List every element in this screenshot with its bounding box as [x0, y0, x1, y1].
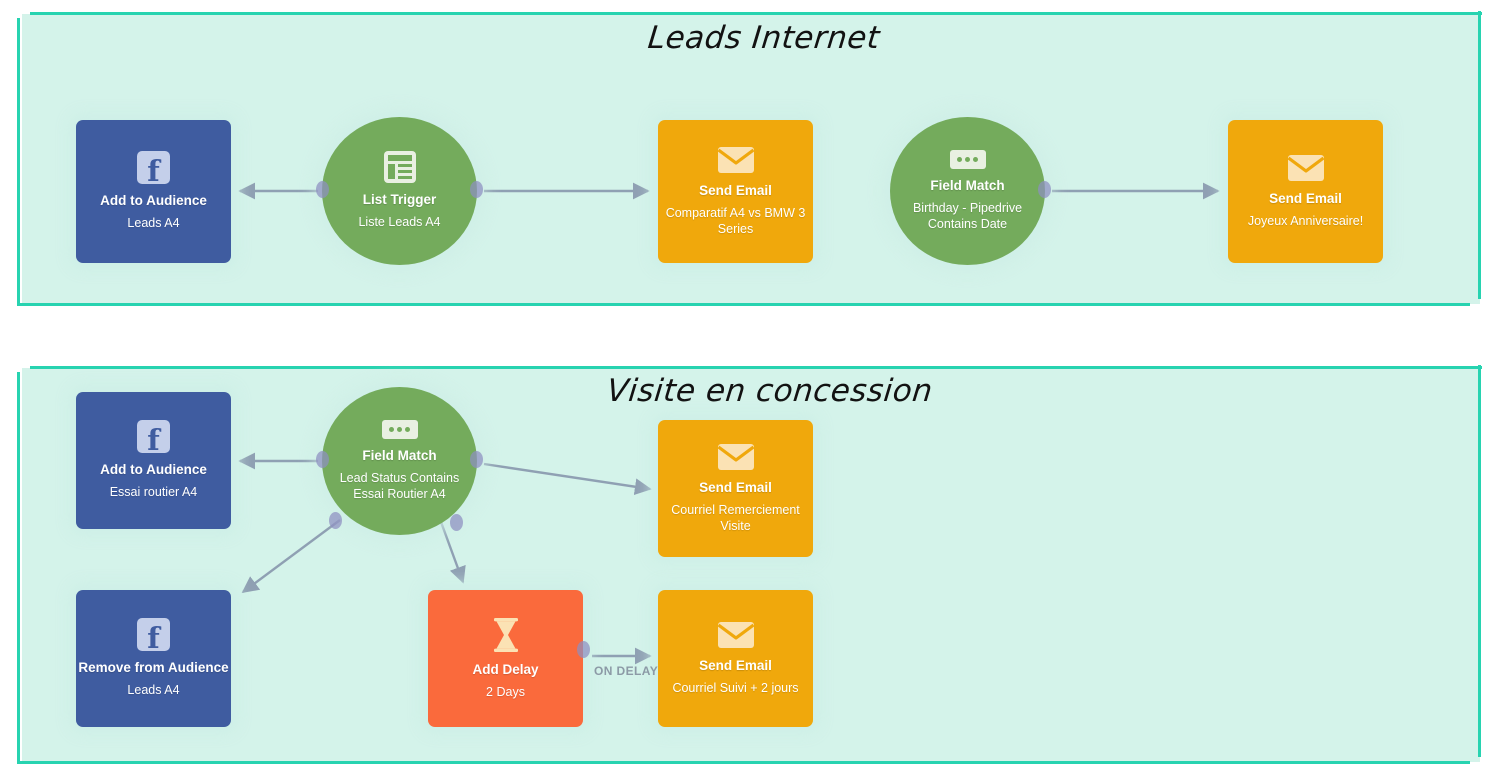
node-title: Add to Audience — [100, 462, 207, 478]
node-subtitle: Courriel Remerciement Visite — [671, 502, 800, 533]
dots-icon — [949, 149, 986, 169]
node-add-delay[interactable]: Add Delay 2 Days — [428, 590, 583, 727]
node-title: Field Match — [930, 177, 1005, 193]
node-title: Send Email — [699, 182, 772, 198]
panel-leads-internet-border-right — [1478, 11, 1481, 299]
node-send-email-suivi[interactable]: Send Email Courriel Suivi + 2 jours — [658, 590, 813, 727]
node-subtitle: Leads A4 — [127, 216, 180, 231]
facebook-icon — [137, 420, 170, 455]
port-right[interactable] — [1038, 181, 1051, 198]
node-subtitle: Birthday - Pipedrive Contains Date — [912, 200, 1023, 231]
facebook-icon — [137, 151, 170, 186]
panel-leads-internet-title: Leads Internet — [646, 20, 882, 56]
node-list-trigger[interactable]: List Trigger Liste Leads A4 — [322, 117, 477, 265]
panel-visite-border-right — [1478, 365, 1481, 757]
port-bottom-right[interactable] — [450, 514, 463, 531]
port-bottom-left[interactable] — [329, 512, 342, 529]
facebook-icon — [137, 618, 170, 653]
node-add-to-audience-leads-a4[interactable]: Add to Audience Leads A4 — [76, 120, 231, 263]
node-list-trigger-ports — [316, 117, 483, 265]
node-field-match-birthday[interactable]: Field Match Birthday - Pipedrive Contain… — [890, 117, 1045, 265]
port-left[interactable] — [316, 451, 329, 468]
panel-visite-border-top — [30, 366, 1482, 369]
node-subtitle: Lead Status Contains Essai Routier A4 — [339, 470, 460, 501]
node-title: Add Delay — [472, 661, 539, 677]
node-subtitle: Essai routier A4 — [109, 485, 198, 500]
node-title: Send Email — [699, 479, 772, 495]
envelope-icon — [1287, 154, 1324, 181]
panel-visite-border-left — [17, 372, 20, 764]
hourglass-icon — [493, 617, 518, 652]
node-send-email-comparatif[interactable]: Send Email Comparatif A4 vs BMW 3 Series — [658, 120, 813, 263]
node-title: Remove from Audience — [78, 660, 229, 676]
envelope-icon — [717, 146, 754, 173]
node-add-delay-ports — [428, 590, 590, 727]
node-subtitle: 2 Days — [486, 684, 525, 699]
dots-icon — [381, 419, 418, 439]
node-send-email-anniversaire[interactable]: Send Email Joyeux Anniversaire! — [1228, 120, 1383, 263]
node-title: List Trigger — [362, 192, 437, 208]
node-title: Send Email — [1269, 190, 1342, 206]
panel-leads-internet-border-left — [17, 18, 20, 306]
port-right[interactable] — [470, 451, 483, 468]
node-remove-from-audience[interactable]: Remove from Audience Leads A4 — [76, 590, 231, 727]
node-subtitle: Comparatif A4 vs BMW 3 Series — [665, 205, 806, 236]
node-field-match-lead-status[interactable]: Field Match Lead Status Contains Essai R… — [322, 387, 477, 535]
port-right[interactable] — [470, 181, 483, 198]
envelope-icon — [717, 443, 754, 470]
panel-leads-internet-border-top — [30, 12, 1482, 15]
node-subtitle: Leads A4 — [127, 683, 180, 698]
node-subtitle: Joyeux Anniversaire! — [1247, 213, 1364, 228]
node-title: Field Match — [362, 447, 437, 463]
node-title: Send Email — [699, 657, 772, 673]
panel-visite-en-concession-title: Visite en concession — [605, 373, 935, 409]
envelope-icon — [717, 621, 754, 648]
node-subtitle: Courriel Suivi + 2 jours — [672, 680, 799, 695]
port-left[interactable] — [316, 181, 329, 198]
panel-visite-border-bottom — [18, 761, 1470, 764]
node-send-email-remerciement[interactable]: Send Email Courriel Remerciement Visite — [658, 420, 813, 557]
node-title: Add to Audience — [100, 193, 207, 209]
panel-leads-internet-border-bottom — [18, 303, 1470, 306]
node-field-match-lead-status-ports — [316, 387, 483, 535]
port-right[interactable] — [577, 641, 590, 658]
node-add-to-audience-essai-routier[interactable]: Add to Audience Essai routier A4 — [76, 392, 231, 529]
node-field-match-birthday-ports — [890, 117, 1051, 265]
edge-label-on-delay: ON DELAY — [594, 664, 659, 678]
list-icon — [383, 151, 416, 184]
node-subtitle: Liste Leads A4 — [358, 215, 441, 230]
